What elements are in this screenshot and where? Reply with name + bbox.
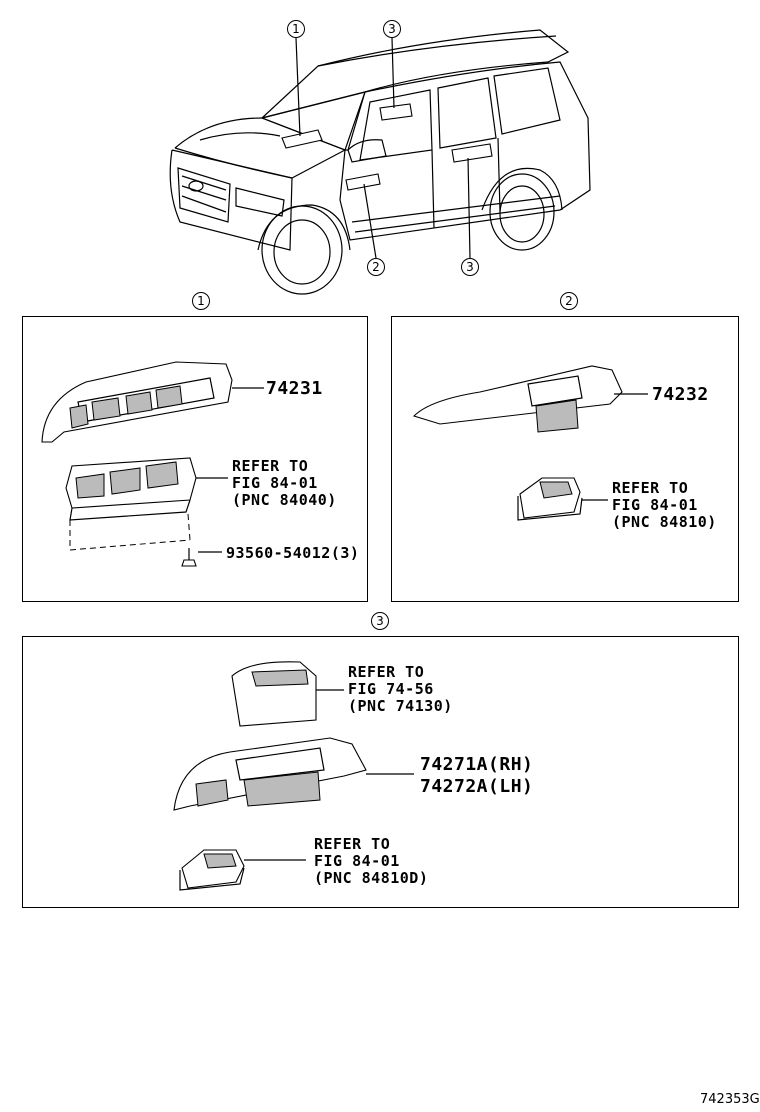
- panel-3-drawing: [173, 661, 414, 891]
- refer-line-3: (PNC 74130): [348, 697, 453, 715]
- refer-line-3: (PNC 84810D): [314, 869, 429, 887]
- part-number-lh: 74272A(LH): [420, 776, 534, 797]
- panel-1: [22, 316, 368, 602]
- refer-line-2: FIG 84-01: [612, 496, 698, 514]
- refer-line-2: FIG 84-01: [314, 852, 400, 870]
- panel-1-callout: 1: [192, 292, 210, 310]
- refer-line-1: REFER TO: [612, 479, 689, 497]
- screw-part-number: 93560-54012(3): [226, 544, 360, 562]
- figure-id: 742353G: [700, 1092, 760, 1107]
- panel-3-callout: 3: [371, 612, 389, 630]
- refer-line-1: REFER TO: [314, 835, 391, 853]
- part-number-rh: 74271A(RH): [420, 754, 534, 775]
- refer-line-2: FIG 74-56: [348, 680, 434, 698]
- part-number-74232: 74232: [652, 384, 709, 405]
- refer-line-3: (PNC 84810): [612, 513, 717, 531]
- callout-2: 2: [367, 258, 385, 276]
- panel-1-drawing: [41, 361, 264, 567]
- refer-line-3: (PNC 84040): [232, 491, 337, 509]
- refer-line-1: REFER TO: [232, 457, 309, 475]
- refer-line-1: REFER TO: [348, 663, 425, 681]
- refer-line-2: FIG 84-01: [232, 474, 318, 492]
- part-number-74231: 74231: [266, 378, 323, 399]
- panel-2-drawing: [412, 365, 648, 521]
- callout-1: 1: [287, 20, 305, 38]
- callout-3-top: 3: [383, 20, 401, 38]
- panel-2-callout: 2: [560, 292, 578, 310]
- panel-3: [22, 636, 739, 908]
- vehicle-drawing: [169, 29, 591, 295]
- panel-2: [391, 316, 739, 602]
- callout-3-bottom: 3: [461, 258, 479, 276]
